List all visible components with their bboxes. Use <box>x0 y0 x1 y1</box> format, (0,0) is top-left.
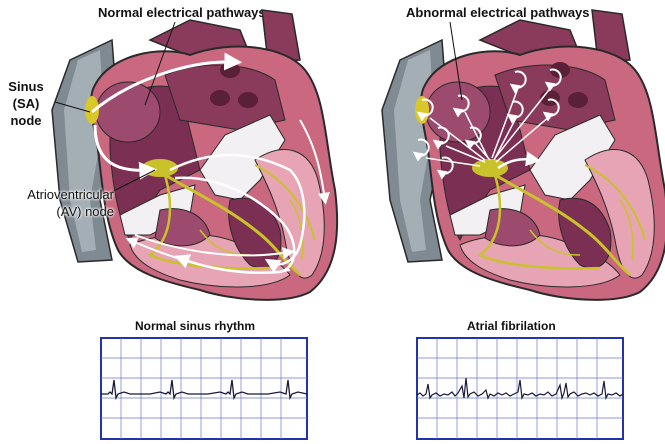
av-node-label: Atrioventricular (AV) node <box>6 186 114 220</box>
av-node-label-line-1: Atrioventricular <box>6 186 114 203</box>
normal-heart <box>52 10 337 300</box>
ecg-normal-panel <box>101 338 307 439</box>
sa-node-label-line-2: (SA) <box>6 95 46 112</box>
sa-node-label-line-3: node <box>6 112 46 129</box>
sa-node-marker <box>85 96 99 124</box>
sa-node-label-line-1: Sinus <box>6 78 46 95</box>
normal-rhythm-title: Normal sinus rhythm <box>135 319 255 333</box>
sa-node-label: Sinus (SA) node <box>6 78 46 129</box>
ecg-afib-panel <box>417 338 623 439</box>
abnormal-heart <box>382 10 665 300</box>
afib-title: Atrial fibrilation <box>467 319 556 333</box>
av-node-label-line-2: (AV) node <box>6 203 114 220</box>
